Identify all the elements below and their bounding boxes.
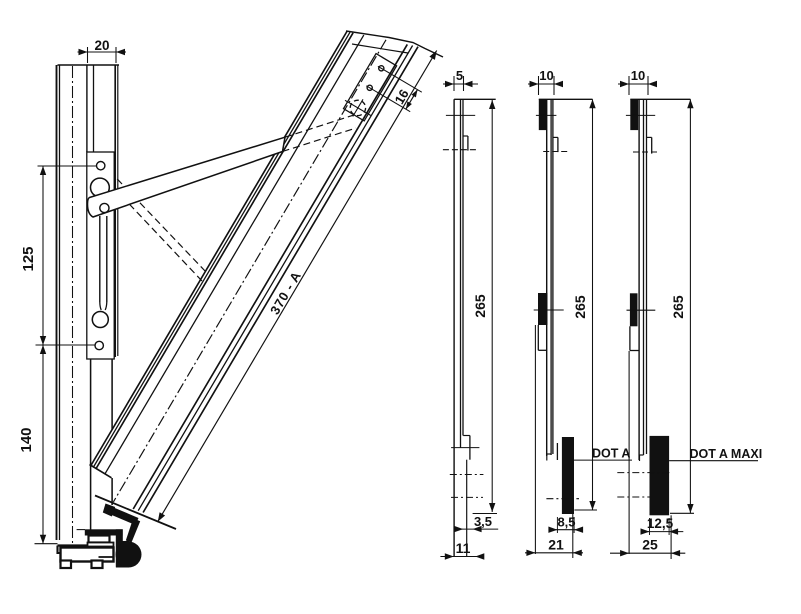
svg-text:125: 125 [20,246,37,271]
svg-text:8,5: 8,5 [557,515,575,530]
svg-text:140: 140 [18,427,35,452]
svg-text:10: 10 [539,68,553,83]
svg-text:16: 16 [391,87,411,107]
svg-text:265: 265 [670,295,686,319]
svg-text:3,5: 3,5 [474,514,492,529]
svg-text:DOT A MAXI: DOT A MAXI [690,447,763,461]
svg-text:12,5: 12,5 [647,516,674,531]
svg-text:5: 5 [456,68,463,83]
svg-text:10: 10 [631,68,645,83]
svg-text:11: 11 [456,540,471,556]
svg-text:265: 265 [472,294,488,318]
svg-text:21: 21 [548,537,564,553]
svg-text:DOT A: DOT A [592,447,630,461]
svg-text:265: 265 [572,295,588,319]
svg-text:20: 20 [94,38,109,53]
svg-text:25: 25 [642,537,658,553]
